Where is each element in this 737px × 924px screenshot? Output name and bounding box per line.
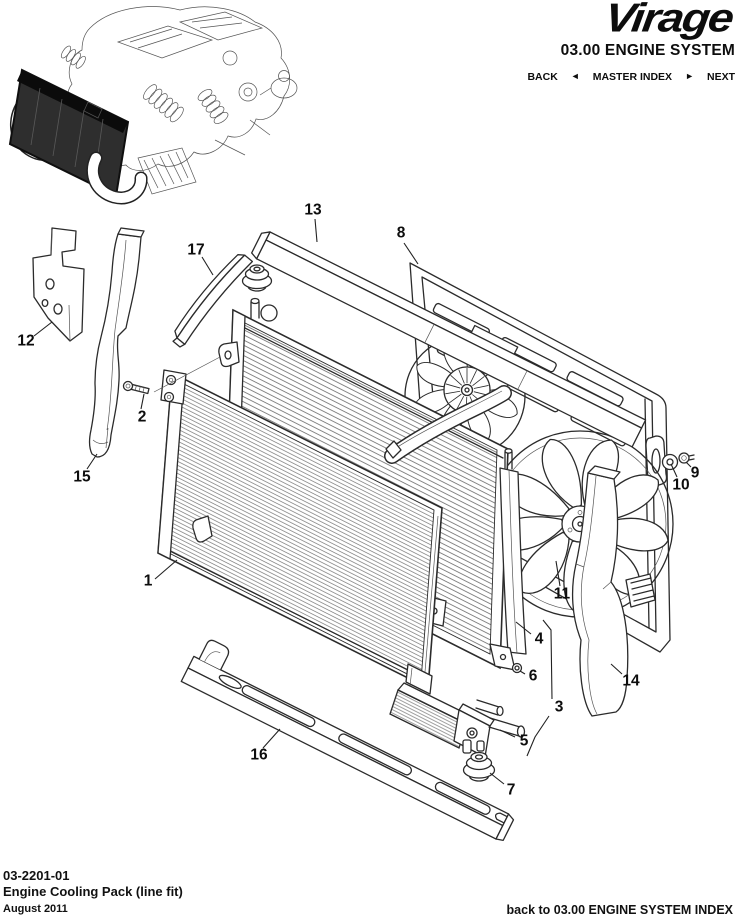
callout-number-13: 13 [304,202,322,219]
bracket-nut [511,662,523,674]
callout-number-14: 14 [622,673,640,690]
mount-grommet-upper [241,264,273,292]
engine-thumbnail [8,6,298,205]
callout-number-16: 16 [250,747,268,764]
page-header: Virage 03.00 ENGINE SYSTEM BACK ◄ MASTER… [527,0,735,83]
nav-next-link[interactable]: NEXT [706,71,735,83]
callout-leader-10 [670,463,678,478]
coolant-hose-lower [86,151,148,205]
callout-leader-11 [555,560,561,587]
radiator-support-bracket [489,448,527,671]
air-filter [137,147,197,195]
fan-connector [625,573,656,608]
callout-leader-15 [86,453,98,470]
oil-cooler [389,682,526,758]
callout-leader-1 [154,559,178,580]
callout-leader-6 [519,670,526,675]
callout-leader-16 [262,728,281,749]
nav-master-index-link[interactable]: MASTER INDEX [592,71,673,83]
condenser [122,356,443,695]
oil-cooler-pins [462,739,485,754]
right-air-duct [571,465,656,717]
lower-crossmember [180,639,515,842]
callout-number-5: 5 [520,733,529,750]
callout-leader-17 [201,256,214,276]
callout-leader-7 [489,772,505,785]
callout-leader-14 [610,663,623,675]
footer-index-link[interactable]: back to 03.00 ENGINE SYSTEM INDEX [506,903,733,917]
coolant-tank [259,70,298,99]
virage-logo: Virage [602,0,736,41]
doc-title: Engine Cooling Pack (line fit) [3,884,183,899]
callout-number-3: 3 [555,699,564,716]
callout-number-10: 10 [672,477,689,494]
radiator-top-pin [250,297,278,322]
callout-number-2: 2 [138,409,147,426]
callout-leader-4 [515,621,532,635]
nut [678,452,695,464]
callout-number-9: 9 [691,465,700,482]
callout-number-4: 4 [535,631,544,648]
fixing-screw [122,380,150,395]
callout-number-1: 1 [144,573,153,590]
oil-cooler-pipes [475,699,526,738]
mount-bracket-left [32,227,85,342]
doc-number: 03-2201-01 [3,868,70,883]
condenser-top-bracket [160,369,187,405]
nav-next-arrow-icon: ► [685,71,694,81]
doc-date: August 2011 [3,903,68,915]
callout-number-17: 17 [187,242,204,259]
callout-leader-3 [526,715,550,757]
callout-leader-2 [140,393,145,410]
washer [661,453,679,471]
callout-leader-13 [314,218,318,243]
footer-left: 03-2201-01 Engine Cooling Pack (line fit… [3,868,183,917]
nav-back-link[interactable]: BACK [527,71,558,83]
callout-leader-12 [33,321,53,337]
callout-leader-5 [499,729,516,738]
radiator-side-ear [218,341,240,368]
callout-leader-8 [403,242,419,265]
left-air-duct [88,227,145,458]
callout-leader-9 [685,461,692,468]
condenser-foot [405,663,433,695]
mount-grommet-lower [462,751,496,782]
header-nav: BACK ◄ MASTER INDEX ► NEXT [527,71,735,83]
section-title: 03.00 ENGINE SYSTEM [560,42,735,59]
intake-hoses [60,45,229,124]
callout-number-7: 7 [507,782,516,799]
shroud-mounting-ear [645,435,668,488]
callout-number-12: 12 [17,333,34,350]
seal-strip [172,254,254,348]
callout-number-6: 6 [529,668,538,685]
callout-number-11: 11 [554,586,571,603]
callout-leader-3 [542,619,553,700]
nav-back-arrow-icon: ◄ [570,71,580,81]
valve-covers [116,11,264,59]
condenser-hook-bracket [192,515,213,543]
callout-number-8: 8 [397,225,406,242]
callout-number-15: 15 [73,469,91,486]
radiator-seal-strip [384,385,512,464]
upper-crossmember [251,231,647,448]
